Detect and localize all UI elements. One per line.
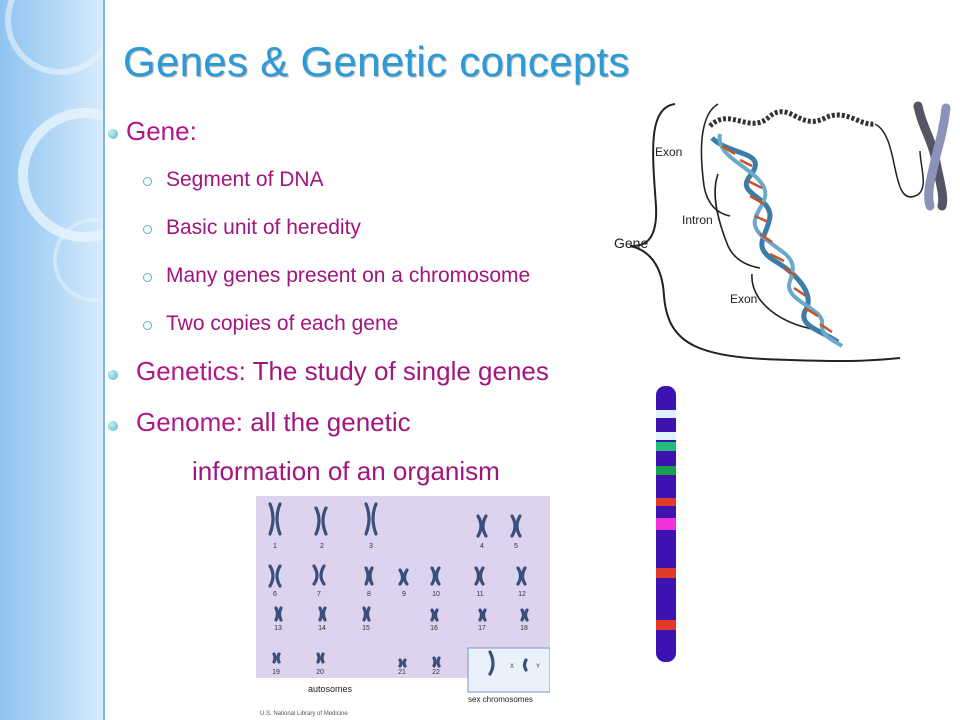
sub-bullet-ring	[143, 273, 152, 282]
gene-point-4: Two copies of each gene	[166, 312, 399, 335]
sex-chromosomes-label: sex chromosomes	[468, 695, 533, 704]
label-exon-bottom: Exon	[730, 292, 757, 306]
svg-text:20: 20	[316, 669, 324, 676]
gene-point-3: Many genes present on a chromosome	[166, 264, 531, 287]
svg-text:22: 22	[432, 669, 440, 676]
svg-text:5: 5	[514, 543, 518, 550]
genome-definition-2: information of an organism	[192, 456, 500, 486]
bullet-dot	[108, 129, 118, 139]
karyotype-figure: 1 2 3 4 5 6 7 8 9 10 11 12 13 14 15 16 1…	[256, 496, 550, 717]
genetics-line: Genetics: The study of single genes	[136, 356, 549, 387]
svg-text:7: 7	[317, 591, 321, 598]
svg-text:9: 9	[402, 591, 406, 598]
chromatin-fibre	[708, 109, 876, 128]
svg-text:2: 2	[320, 543, 324, 550]
genetics-definition: The study of single genes	[252, 356, 549, 386]
svg-text:11: 11	[476, 591, 483, 598]
genome-term: Genome:	[136, 407, 243, 437]
chromosome-bands	[656, 410, 676, 630]
gene-heading: Gene:	[126, 116, 197, 146]
svg-text:13: 13	[274, 625, 282, 632]
sex-label-x: X	[510, 664, 514, 670]
gene-bracket	[629, 103, 901, 363]
decorative-sidebar	[0, 0, 105, 720]
chromosome-icon	[913, 101, 951, 211]
label-exon-top: Exon	[655, 145, 682, 159]
svg-text:4: 4	[480, 543, 484, 550]
svg-text:10: 10	[432, 591, 440, 598]
genetics-term: Genetics:	[136, 356, 246, 386]
intron-bracket	[714, 173, 761, 269]
svg-text:3: 3	[369, 543, 373, 550]
label-gene: Gene	[614, 235, 648, 251]
svg-text:1: 1	[273, 543, 277, 550]
svg-text:14: 14	[318, 625, 326, 632]
chromosome-numbers: 1 2 3 4 5 6 7 8 9 10 11 12 13 14 15 16 1…	[272, 543, 528, 676]
sidebar-edge	[103, 0, 105, 720]
svg-text:19: 19	[272, 669, 280, 676]
gene-point-2: Basic unit of heredity	[166, 216, 361, 239]
svg-text:15: 15	[362, 625, 370, 632]
svg-text:6: 6	[273, 591, 277, 598]
svg-text:17: 17	[478, 625, 486, 632]
svg-text:12: 12	[518, 591, 526, 598]
sex-chromosome-box	[467, 647, 550, 693]
autosomes-label: autosomes	[308, 684, 353, 694]
fibre-tail	[874, 123, 924, 198]
bullet-dot	[108, 370, 118, 380]
slide-title: Genes & Genetic concepts	[123, 38, 630, 85]
chromosome-pairs	[268, 502, 529, 676]
helix-base-pairs	[721, 144, 833, 334]
svg-text:18: 18	[520, 625, 528, 632]
bullet-dot	[108, 421, 118, 431]
sub-bullet-ring	[143, 321, 152, 330]
dna-gene-diagram: Exon Intron Gene Exon	[614, 96, 960, 363]
genome-definition-1: all the genetic	[250, 407, 411, 437]
svg-text:8: 8	[367, 591, 371, 598]
karyotype-credit: U.S. National Library of Medicine	[260, 711, 348, 717]
label-intron: Intron	[682, 213, 713, 227]
sub-bullet-ring	[143, 177, 152, 186]
banded-chromosome	[656, 386, 676, 662]
gene-point-1: Segment of DNA	[166, 168, 324, 191]
sidebar-circles	[5, 0, 105, 302]
exon-bracket-top	[700, 103, 731, 217]
sub-bullet-ring	[143, 225, 152, 234]
svg-text:21: 21	[398, 669, 406, 676]
sex-label-y: Y	[536, 664, 540, 670]
svg-text:16: 16	[430, 625, 438, 632]
genome-line: Genome: all the genetic	[136, 407, 411, 438]
